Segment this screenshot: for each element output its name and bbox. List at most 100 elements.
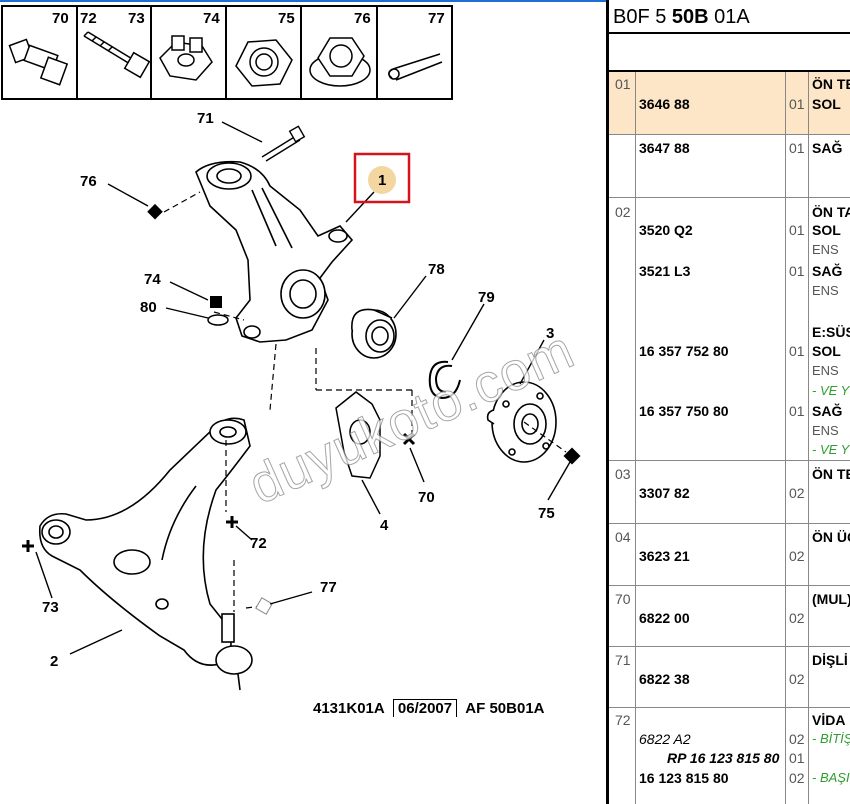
header-divider: [609, 70, 850, 72]
parts-row-03[interactable]: 03 ÖN TE 3307 82 02: [609, 461, 850, 524]
part-code: 6822 38: [639, 671, 690, 687]
header-label-76: 76: [354, 10, 371, 27]
callout-78: 78: [428, 261, 445, 278]
quantity: 01: [789, 343, 805, 359]
callout-72: 72: [250, 535, 267, 552]
callout-1[interactable]: 1: [378, 172, 386, 189]
part-code: 6822 A2: [639, 731, 691, 747]
steering-knuckle: [195, 160, 354, 343]
footer-ref: 4131K01A: [313, 700, 385, 717]
parts-row-71[interactable]: 71 DİŞLİ 6822 38 02: [609, 647, 850, 708]
quantity: 01: [789, 140, 805, 156]
parts-row-01[interactable]: 01 3646 88 01 ÖN TE SOL: [609, 72, 850, 135]
callout-76: 76: [80, 173, 97, 190]
quantity: 02: [789, 770, 805, 786]
row-index: 70: [615, 591, 631, 607]
cotter-pin-icon: [388, 53, 443, 81]
quantity: 02: [789, 671, 805, 687]
top-accent-line: [0, 0, 606, 2]
header-label-75: 75: [278, 10, 295, 27]
parts-row-01b[interactable]: 3647 88 01 SAĞ: [609, 135, 850, 198]
parts-row-04[interactable]: 04 ÖN ÜÇ 3623 21 02: [609, 524, 850, 586]
description: ÖN TE: [812, 466, 850, 482]
footer-date: 06/2007: [392, 699, 458, 717]
side: SAĞ: [812, 140, 843, 156]
row-index: 03: [615, 466, 631, 482]
quantity: 01: [789, 222, 805, 238]
description: VİDA: [812, 712, 846, 728]
callout-77: 77: [320, 579, 337, 596]
flange-nut-icon: [309, 37, 371, 87]
ens-note: ENS: [812, 363, 839, 378]
parts-row-70[interactable]: 70 (MUL) 6822 00 02: [609, 586, 850, 647]
title-divider: [609, 32, 850, 34]
title-bold: 50B: [671, 6, 709, 28]
callout-73: 73: [42, 599, 59, 616]
callout-4: 4: [380, 517, 389, 534]
part-code: 3521 L3: [639, 263, 691, 279]
parts-row-02[interactable]: 02 ÖN TA 3520 Q2 01 SOL ENS 3521 L3 01 S…: [609, 198, 850, 461]
header-label-73: 73: [128, 10, 145, 27]
part-code: 16 357 750 80: [639, 403, 729, 419]
ens-note: ENS: [812, 242, 839, 257]
castle-nut-icon: [159, 35, 213, 81]
description: DİŞLİ: [812, 652, 848, 668]
ens-note: ENS: [812, 283, 839, 298]
hex-nut-icon: [235, 39, 293, 87]
column-divider: [808, 72, 809, 804]
parts-row-72[interactable]: 72 VİDA 6822 A2 02 - BİTİŞ RP 16 123 815…: [609, 708, 850, 804]
side: SAĞ: [812, 403, 843, 419]
description: ÖN ÜÇ: [812, 529, 850, 545]
part-code: RP 16 123 815 80: [667, 750, 780, 766]
row-index: 72: [615, 712, 631, 728]
column-divider: [635, 72, 636, 804]
row-index: 02: [615, 204, 631, 220]
title-suffix: 01A: [708, 6, 750, 28]
quantity: 02: [789, 485, 805, 501]
title-prefix: B0F 5: [613, 6, 672, 28]
callout-75: 75: [538, 505, 555, 522]
callout-79: 79: [478, 289, 495, 306]
header-label-72: 72: [80, 10, 97, 27]
quantity: 02: [789, 731, 805, 747]
quantity: 02: [789, 548, 805, 564]
part-code: 6822 00: [639, 610, 690, 626]
row-index: 04: [615, 529, 631, 545]
header-label-77: 77: [428, 10, 445, 27]
leader-lines: [35, 121, 571, 655]
assembly-guides: [163, 191, 567, 612]
description: E:SÜS: [812, 324, 850, 340]
quantity: 01: [789, 96, 805, 112]
side: SOL: [812, 96, 841, 112]
green-note: - BAŞI: [812, 770, 850, 785]
quantity: 02: [789, 610, 805, 626]
green-note: - BİTİŞ: [812, 731, 850, 746]
row-index: 01: [615, 76, 631, 92]
header-label-70: 70: [52, 10, 69, 27]
parts-header-strip: 70 72 73 74 75 76 77: [1, 5, 453, 100]
callout-markers: [22, 203, 581, 615]
ens-note: ENS: [812, 423, 839, 438]
callout-74: 74: [144, 271, 161, 288]
part-code: 3646 88: [639, 96, 690, 112]
part-code: 3520 Q2: [639, 222, 693, 238]
header-label-74: 74: [203, 10, 220, 27]
highlight-box[interactable]: [353, 152, 411, 204]
callout-71: 71: [197, 110, 214, 127]
callout-80: 80: [140, 299, 157, 316]
part-code: 3623 21: [639, 548, 690, 564]
part-code: 3647 88: [639, 140, 690, 156]
dust-shield: [335, 391, 381, 479]
callout-70: 70: [418, 489, 435, 506]
bolt-icon: [8, 38, 69, 86]
side: SAĞ: [812, 263, 843, 279]
bolt-71-shape: [261, 125, 306, 162]
lower-control-arm: [38, 417, 253, 691]
description: ÖN TE: [812, 76, 850, 92]
row-index: 71: [615, 652, 631, 668]
quantity: 01: [789, 263, 805, 279]
callout-3: 3: [546, 325, 554, 342]
part-code: 16 357 752 80: [639, 343, 729, 359]
part-code: 3307 82: [639, 485, 690, 501]
